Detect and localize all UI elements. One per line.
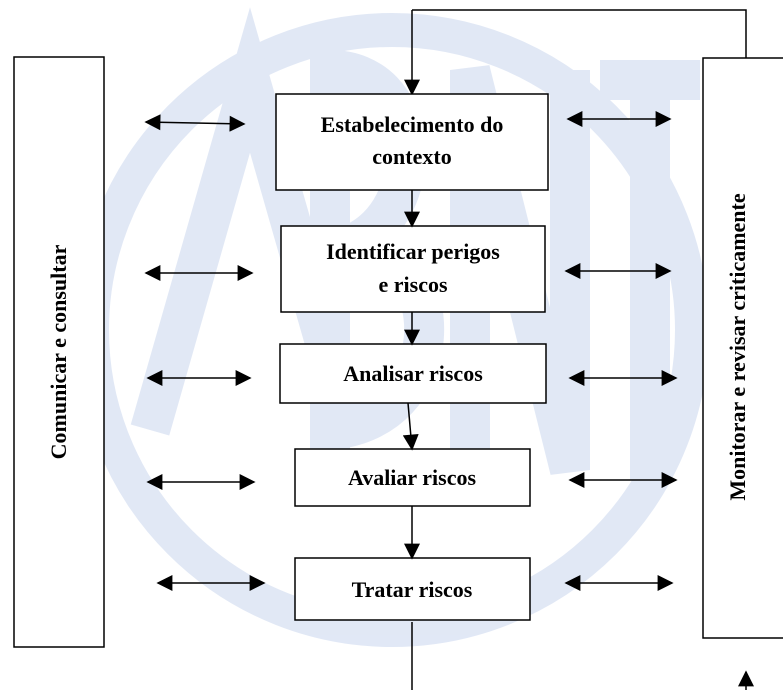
step-3-label: Analisar riscos	[343, 361, 483, 386]
step-1-line-1: Estabelecimento do	[321, 112, 504, 137]
step-box-5: Tratar riscos	[294, 557, 531, 621]
flow-arrows	[402, 190, 420, 560]
left-panel: Comunicar e consultar	[13, 56, 105, 648]
step-1-line-2: contexto	[372, 144, 451, 169]
step-box-2: Identificar perigos e riscos	[280, 225, 546, 313]
double-arrow-left-1	[144, 114, 246, 132]
step-2-line-1: Identificar perigos	[326, 239, 500, 264]
right-panel-label: Monitorar e revisar criticamente	[725, 193, 750, 501]
step-5-label: Tratar riscos	[352, 577, 473, 602]
left-double-arrows	[144, 114, 266, 591]
step-box-1: Estabelecimento do contexto	[275, 93, 549, 191]
step-box-4: Avaliar riscos	[294, 448, 531, 507]
right-double-arrows	[564, 111, 678, 591]
feedback-loop-top	[404, 9, 747, 96]
feedback-loop-bottom	[411, 622, 754, 690]
flow-arrow-3-4	[402, 402, 419, 451]
right-panel: Monitorar e revisar criticamente	[702, 57, 783, 639]
step-box-3: Analisar riscos	[279, 343, 547, 404]
step-2-line-2: e riscos	[378, 272, 447, 297]
left-panel-label: Comunicar e consultar	[46, 244, 71, 459]
step-4-label: Avaliar riscos	[348, 465, 477, 490]
